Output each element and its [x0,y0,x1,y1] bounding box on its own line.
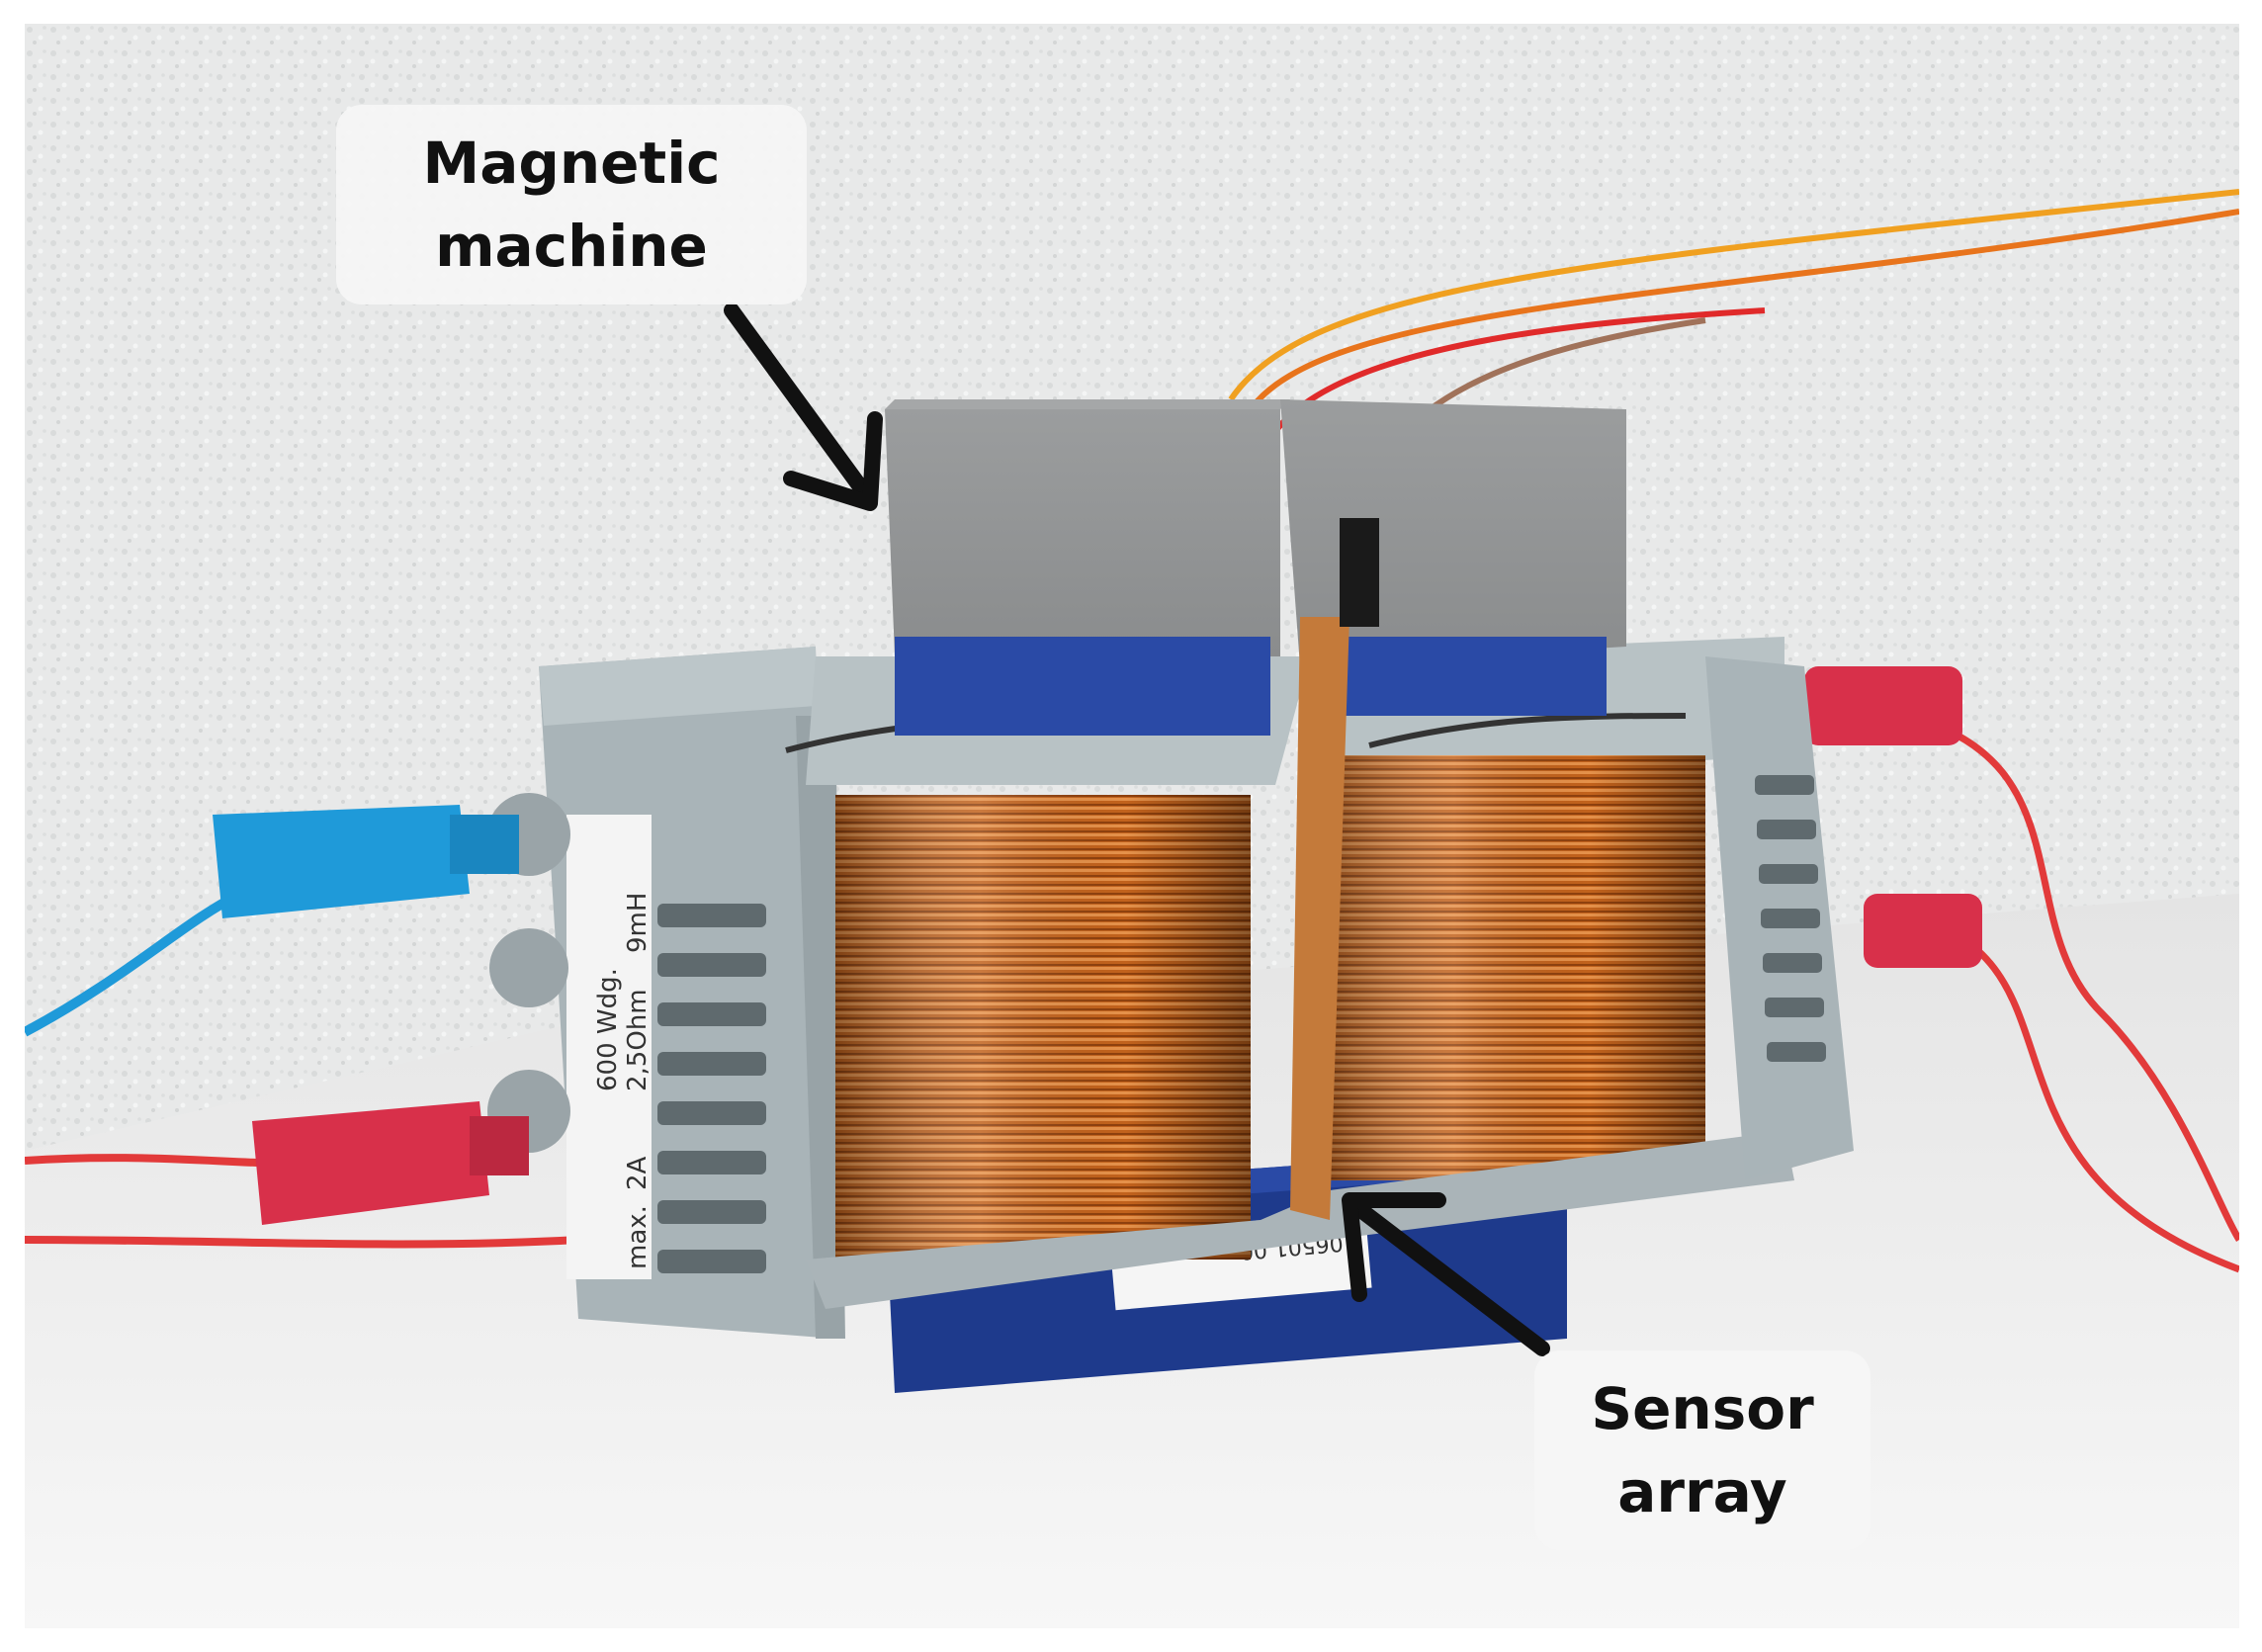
sensor-array [1290,617,1349,1220]
red-wire-right [1853,702,2239,1242]
orange-wire [1228,189,2239,401]
arrow-machine [724,303,883,511]
socket-middle [489,928,568,1007]
callout-machine-line1: Magnetic [422,130,721,197]
left-frame-vents [657,904,766,1273]
pole-piece-right [1310,637,1607,716]
sensor-connector [1340,518,1379,627]
iron-block-left [885,409,1280,656]
blue-plug [213,805,470,918]
callout-sensor-line1: Sensor [1591,1375,1814,1442]
coil-label-inductance: 9mH [623,893,652,953]
red-plug-right-bottom [1864,894,1982,968]
callout-sensor-array: Sensor array [1534,1350,1870,1550]
pole-piece-left [895,637,1270,736]
callout-sensor-line2: array [1617,1458,1787,1525]
callout-magnetic-machine: Magnetic machine [336,105,807,304]
coil-label-current: 2A [623,1156,652,1190]
red-plug-right-top [1804,666,1962,745]
photo: 06501.00 600 Wdg. [25,24,2239,1628]
coil-label [566,815,652,1279]
red-plug-left [252,1101,489,1225]
bottom-plate [806,1131,1794,1309]
coil-label-max: max. [623,1205,652,1269]
callout-machine-line2: machine [435,213,708,280]
coil-label-turns: 600 Wdg. [593,968,623,1091]
right-frame-vents [1755,775,1826,1062]
coil-label-resistance: 2,5Ohm [623,989,652,1091]
arrow-sensor [1342,1192,1550,1356]
